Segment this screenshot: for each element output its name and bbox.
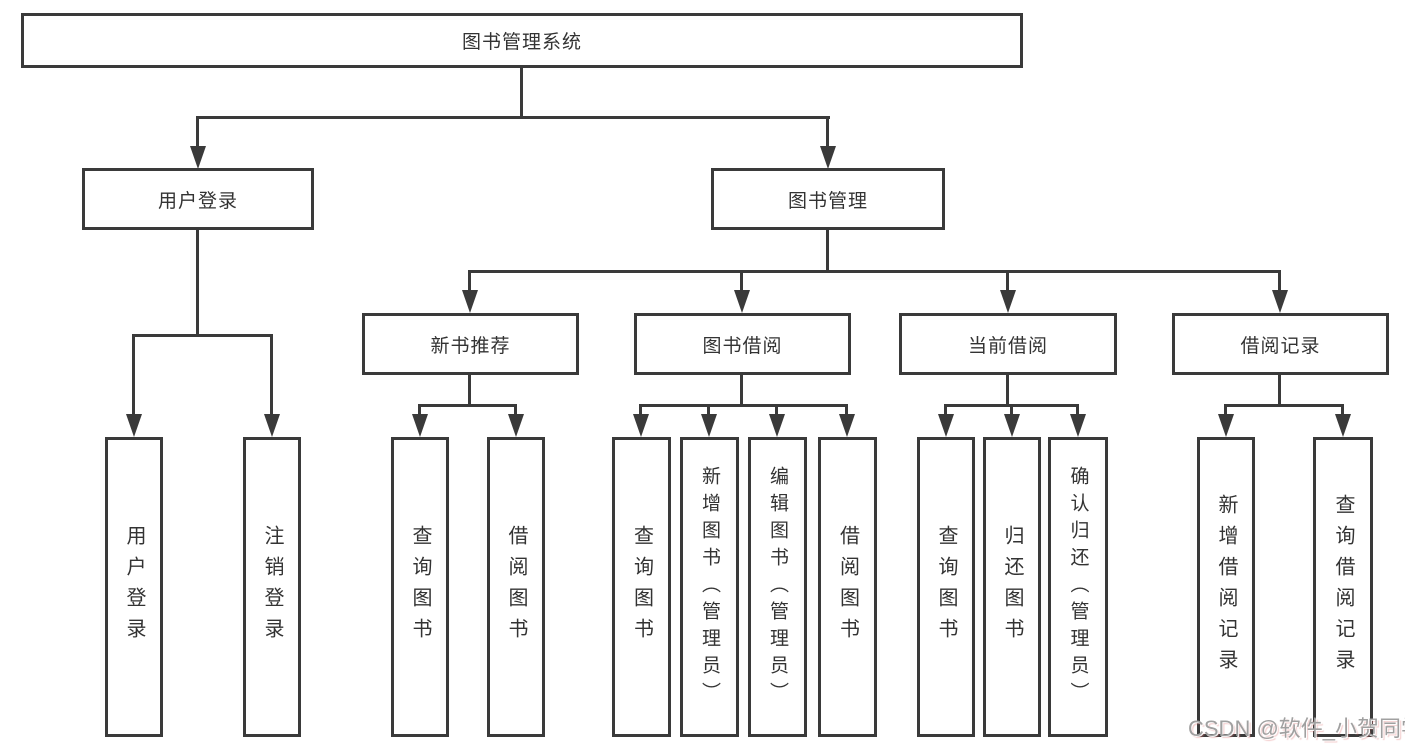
- connector-vline: [1076, 404, 1079, 415]
- arrowhead-icon: [938, 414, 954, 437]
- arrowhead-icon: [1004, 414, 1020, 437]
- leaf-user-login: 用户登录: [105, 437, 163, 737]
- node-new-book-recommend: 新书推荐: [362, 313, 579, 375]
- connector-hline: [132, 334, 273, 337]
- connector-vline: [196, 116, 199, 146]
- node-book-management: 图书管理: [711, 168, 945, 230]
- leaf-newbook-borrow-books-label: 借阅图书: [505, 525, 527, 649]
- node-user-login-label: 用户登录: [157, 190, 238, 212]
- node-new-book-recommend-label: 新书推荐: [430, 335, 511, 357]
- node-book-management-label: 图书管理: [787, 190, 868, 212]
- connector-vline: [270, 334, 273, 415]
- leaf-newbook-borrow-books: 借阅图书: [487, 437, 545, 737]
- connector-vline: [1010, 404, 1013, 415]
- arrowhead-icon: [734, 290, 750, 313]
- connector-hline: [196, 116, 830, 119]
- connector-vline: [418, 404, 421, 415]
- arrowhead-icon: [701, 414, 717, 437]
- leaf-bb-query-books-label: 查询图书: [630, 525, 653, 649]
- connector-vline: [639, 404, 642, 415]
- leaf-rec-query-record: 查询借阅记录: [1313, 437, 1373, 737]
- connector-vline: [132, 334, 135, 415]
- connector-vline: [1341, 404, 1344, 415]
- connector-vline: [826, 116, 829, 146]
- leaf-rec-add-record: 新增借阅记录: [1197, 437, 1255, 737]
- connector-vline: [740, 375, 743, 406]
- leaf-cb-return-books-label: 归还图书: [1001, 525, 1023, 649]
- connector-vline: [468, 270, 471, 291]
- node-borrow-records-label: 借阅记录: [1240, 335, 1321, 357]
- connector-vline: [1006, 270, 1009, 291]
- connector-vline: [740, 270, 743, 291]
- node-root: 图书管理系统: [21, 13, 1023, 68]
- node-book-borrowing: 图书借阅: [634, 313, 851, 375]
- connector-hline: [639, 404, 848, 407]
- leaf-rec-add-record-label: 新增借阅记录: [1215, 494, 1237, 680]
- arrowhead-icon: [839, 414, 855, 437]
- leaf-logout-label: 注销登录: [261, 525, 283, 649]
- csdn-watermark: CSDN @软件_小贺同学: [1188, 716, 1405, 741]
- leaf-bb-edit-books-admin-label: 编辑图书（管理员）: [767, 465, 788, 709]
- connector-vline: [1006, 375, 1009, 406]
- arrowhead-icon: [1218, 414, 1234, 437]
- connector-vline: [520, 68, 523, 118]
- connector-hline: [468, 270, 1281, 273]
- connector-vline: [468, 375, 471, 406]
- arrowhead-icon: [264, 414, 280, 437]
- arrowhead-icon: [190, 146, 206, 169]
- node-current-borrowing: 当前借阅: [899, 313, 1117, 375]
- leaf-logout: 注销登录: [243, 437, 301, 737]
- leaf-rec-query-record-label: 查询借阅记录: [1332, 494, 1354, 680]
- connector-hline: [418, 404, 517, 407]
- leaf-bb-query-books: 查询图书: [612, 437, 671, 737]
- arrowhead-icon: [462, 290, 478, 313]
- leaf-bb-edit-books-admin: 编辑图书（管理员）: [748, 437, 807, 737]
- connector-vline: [514, 404, 517, 415]
- connector-vline: [707, 404, 710, 415]
- leaf-bb-borrow-books-label: 借阅图书: [836, 525, 859, 649]
- connector-vline: [1224, 404, 1227, 415]
- arrowhead-icon: [633, 414, 649, 437]
- node-root-label: 图书管理系统: [461, 32, 582, 53]
- leaf-bb-add-books-admin-label: 新增图书（管理员）: [699, 465, 720, 709]
- leaf-cb-confirm-return-admin: 确认归还（管理员）: [1048, 437, 1108, 737]
- arrowhead-icon: [1335, 414, 1351, 437]
- leaf-cb-query-books: 查询图书: [917, 437, 975, 737]
- node-borrow-records: 借阅记录: [1172, 313, 1389, 375]
- arrowhead-icon: [1000, 290, 1016, 313]
- arrowhead-icon: [1070, 414, 1086, 437]
- arrowhead-icon: [126, 414, 142, 437]
- connector-vline: [1278, 270, 1281, 291]
- leaf-cb-query-books-label: 查询图书: [935, 525, 957, 649]
- arrowhead-icon: [508, 414, 524, 437]
- node-current-borrowing-label: 当前借阅: [967, 335, 1048, 357]
- connector-vline: [944, 404, 947, 415]
- connector-hline: [1224, 404, 1344, 407]
- leaf-bb-add-books-admin: 新增图书（管理员）: [680, 437, 739, 737]
- leaf-user-login-label: 用户登录: [123, 525, 145, 649]
- arrowhead-icon: [1272, 290, 1288, 313]
- arrowhead-icon: [769, 414, 785, 437]
- leaf-cb-confirm-return-admin-label: 确认归还（管理员）: [1067, 465, 1089, 709]
- leaf-bb-borrow-books: 借阅图书: [818, 437, 877, 737]
- connector-vline: [1278, 375, 1281, 406]
- arrowhead-icon: [820, 146, 836, 169]
- arrowhead-icon: [412, 414, 428, 437]
- connector-vline: [826, 230, 829, 272]
- leaf-newbook-query-books: 查询图书: [391, 437, 449, 737]
- node-user-login: 用户登录: [82, 168, 314, 230]
- leaf-newbook-query-books-label: 查询图书: [409, 525, 431, 649]
- connector-vline: [775, 404, 778, 415]
- connector-vline: [196, 230, 199, 336]
- connector-vline: [845, 404, 848, 415]
- node-book-borrowing-label: 图书借阅: [702, 335, 783, 357]
- leaf-cb-return-books: 归还图书: [983, 437, 1041, 737]
